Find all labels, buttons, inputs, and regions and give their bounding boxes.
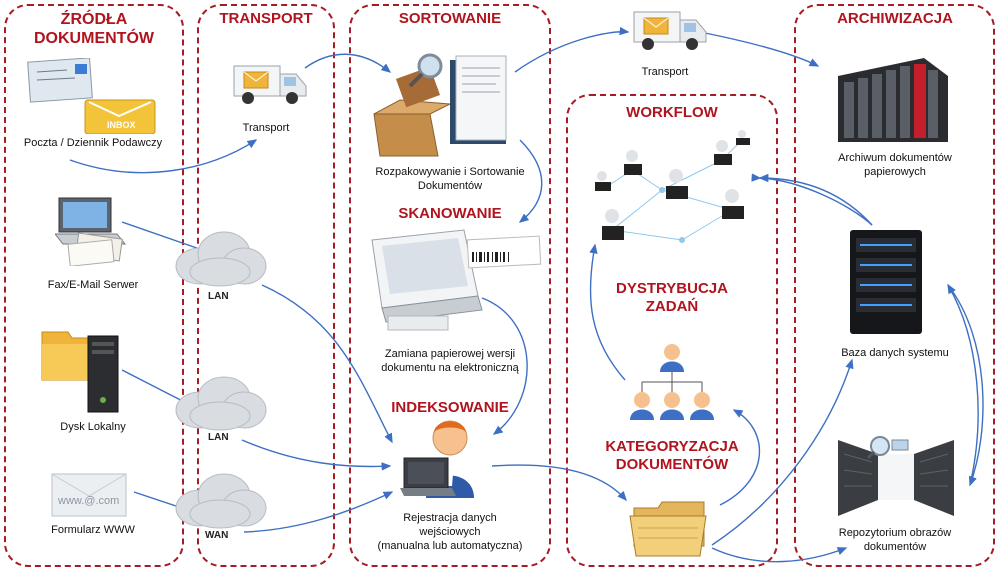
sources-panel (4, 4, 184, 567)
database-label: Baza danych systemu (841, 347, 949, 359)
org-chart-icon (626, 342, 718, 428)
distribution-title: DYSTRYBUCJA ZADAŃ (590, 280, 754, 316)
database-server-icon (848, 228, 924, 336)
mail-icon: INBOX (27, 57, 157, 135)
lan-cloud-icon-2 (172, 374, 268, 434)
lan-label-2: LAN (208, 432, 229, 443)
archive-panel (794, 4, 995, 567)
arrow-db-repo (947, 284, 984, 487)
scan-label: Zamiana papierowej wersji dokumentu na e… (352, 347, 548, 375)
archive-label: Archiwum dokumentów papierowych (800, 151, 990, 179)
archive-title: ARCHIWIZACJA (837, 10, 953, 27)
lan-cloud-icon (172, 228, 268, 290)
arrow-lan2-index (241, 439, 392, 471)
scan-label-line2: dokumentu na elektroniczną (381, 362, 519, 374)
mail-label: Poczta / Dziennik Podawczy (23, 137, 163, 149)
delivery-van-icon (230, 58, 310, 108)
arrow-repo-db (947, 283, 979, 486)
repository-label: Repozytorium obrazów dokumentów (800, 526, 990, 554)
fax-label: Fax/E-Mail Serwer (47, 279, 139, 291)
paper-archive-icon (834, 56, 952, 146)
registration-label: Rejestracja danych wejściowych (manualna… (352, 511, 548, 553)
fax-server-icon (53, 196, 130, 267)
categorization-title-line1: KATEGORYZACJA (605, 438, 739, 455)
archive-label-line1: Archiwum dokumentów (838, 152, 952, 164)
indexing-title: INDEKSOWANIE (391, 399, 509, 416)
image-repository-icon (836, 434, 956, 518)
registration-label-line2: wejściowych (419, 526, 481, 538)
scanner-icon (368, 226, 544, 332)
www-form-icon: www.@.com (50, 470, 130, 520)
folders-icon (628, 498, 710, 560)
transport-title: TRANSPORT (219, 10, 313, 27)
www-label: Formularz WWW (51, 524, 135, 536)
arrow-scan-index (481, 297, 528, 435)
arrow-folder-repo (711, 547, 848, 563)
workflow-panel (566, 94, 778, 567)
scanning-title: SKANOWANIE (398, 205, 502, 222)
categorization-title: KATEGORYZACJA DOKUMENTÓW (580, 438, 764, 474)
transport-label-2: Transport (641, 66, 689, 78)
arrow-lan1-index (261, 284, 393, 444)
www-envelope-text: www.@.com (57, 495, 119, 507)
arrow-sorting-scan (518, 139, 543, 223)
registration-label-line3: (manualna lub automatyczna) (377, 540, 523, 552)
wan-cloud-icon (172, 470, 268, 532)
disk-label: Dysk Lokalny (60, 421, 126, 433)
scan-label-line1: Zamiana papierowej wersji (384, 348, 516, 360)
archive-label-line2: papierowych (864, 166, 926, 178)
arrow-mail-transport (69, 139, 258, 174)
arrow-folder-org (719, 409, 761, 506)
distribution-title-line1: DYSTRYBUCJA (616, 280, 728, 297)
registration-label-line1: Rejestracja danych (403, 512, 497, 524)
arrow-archive-db (751, 173, 873, 226)
transport-panel (197, 4, 335, 567)
categorization-title-line2: DOKUMENTÓW (615, 456, 729, 473)
arrow-transport2-archive (699, 31, 820, 67)
lan-label-1: LAN (208, 291, 229, 302)
unpack-label-line2: Dokumentów (417, 180, 483, 192)
operator-laptop-icon (400, 418, 490, 502)
unpack-sort-icon (370, 52, 520, 160)
sorting-panel (349, 4, 551, 567)
workflow-title: WORKFLOW (626, 104, 718, 121)
repository-label-line1: Repozytorium obrazów (838, 527, 952, 539)
arrow-org-network (589, 243, 626, 381)
arrow-wan-index (243, 491, 394, 533)
sorting-title: SORTOWANIE (398, 10, 502, 27)
repository-label-line2: dokumentów (863, 541, 927, 553)
transport-label-1: Transport (242, 122, 290, 134)
arrow-index-folder (491, 464, 627, 502)
unpack-label-line1: Rozpakowywanie i Sortowanie (375, 166, 525, 178)
arrow-sorting-transport2 (514, 26, 630, 73)
unpack-label: Rozpakowywanie i Sortowanie Dokumentów (352, 165, 548, 193)
distribution-title-line2: ZADAŃ (645, 298, 699, 315)
inbox-label: INBOX (107, 120, 136, 130)
user-network-icon (592, 130, 762, 254)
arrow-transport-sorting (304, 53, 392, 73)
wan-label: WAN (205, 530, 229, 541)
local-disk-icon (40, 322, 130, 414)
delivery-van-icon-2 (630, 4, 710, 54)
sources-title: ŹRÓDŁA DOKUMENTÓW (34, 11, 154, 48)
arrow-network-archive (758, 173, 873, 226)
arrow-folder-db (711, 358, 854, 546)
